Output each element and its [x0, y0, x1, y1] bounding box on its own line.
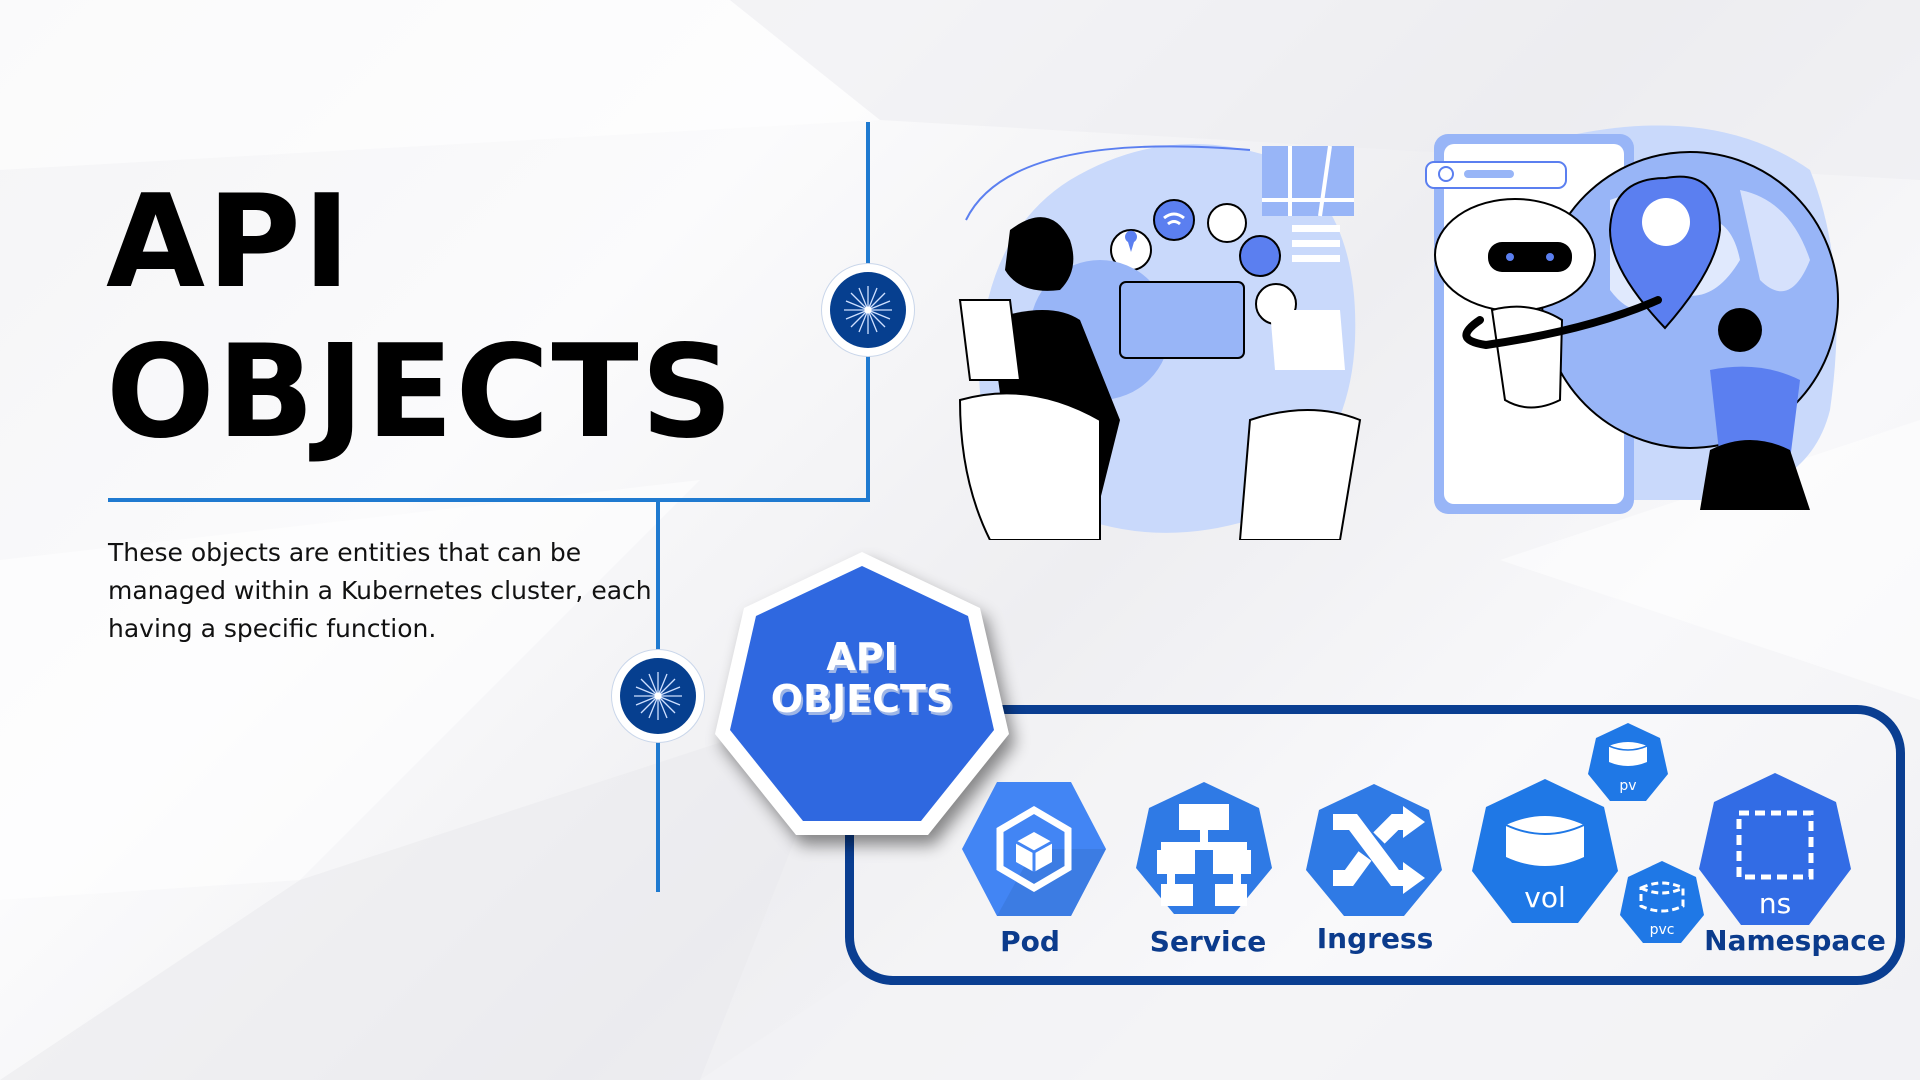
service-label: Service	[1149, 925, 1267, 958]
namespace-label: Namespace	[1704, 924, 1886, 957]
namespace-dashed-square-icon[interactable]: ns	[1697, 771, 1853, 927]
svg-text:ns: ns	[1759, 887, 1791, 920]
svg-text:vol: vol	[1524, 881, 1565, 914]
starburst-icon	[844, 286, 892, 334]
pod-label: Pod	[1000, 925, 1060, 958]
timeline-node-1	[822, 264, 914, 356]
page-title: API OBJECTS	[106, 168, 735, 468]
volume-cylinder-icon[interactable]: vol	[1470, 777, 1620, 925]
connected-car-illustration	[958, 144, 1362, 540]
persistent-volume-claim-icon[interactable]: pvc	[1619, 860, 1705, 944]
title-line-2: OBJECTS	[106, 318, 735, 467]
description-text: These objects are entities that can be m…	[108, 538, 652, 643]
svg-text:pvc: pvc	[1650, 922, 1675, 938]
ingress-shuffle-icon[interactable]	[1305, 782, 1443, 918]
service-hierarchy-icon[interactable]	[1135, 780, 1273, 916]
car-icon	[1239, 235, 1281, 277]
persistent-volume-icon[interactable]: pv	[1587, 722, 1669, 802]
location-pin-icon	[1608, 175, 1722, 330]
api-objects-badge	[715, 552, 1009, 835]
robot-globe-location-illustration	[1425, 125, 1839, 514]
svg-text:pv: pv	[1619, 778, 1636, 794]
connector-horizontal	[108, 498, 870, 502]
globe-icon	[1207, 203, 1247, 243]
starburst-icon	[634, 672, 682, 720]
title-line-1: API	[106, 168, 353, 317]
ingress-label: Ingress	[1316, 922, 1434, 955]
badge-label: API OBJECTS	[770, 635, 954, 721]
timeline-node-2	[612, 650, 704, 742]
pod-cube-icon[interactable]	[960, 780, 1108, 918]
